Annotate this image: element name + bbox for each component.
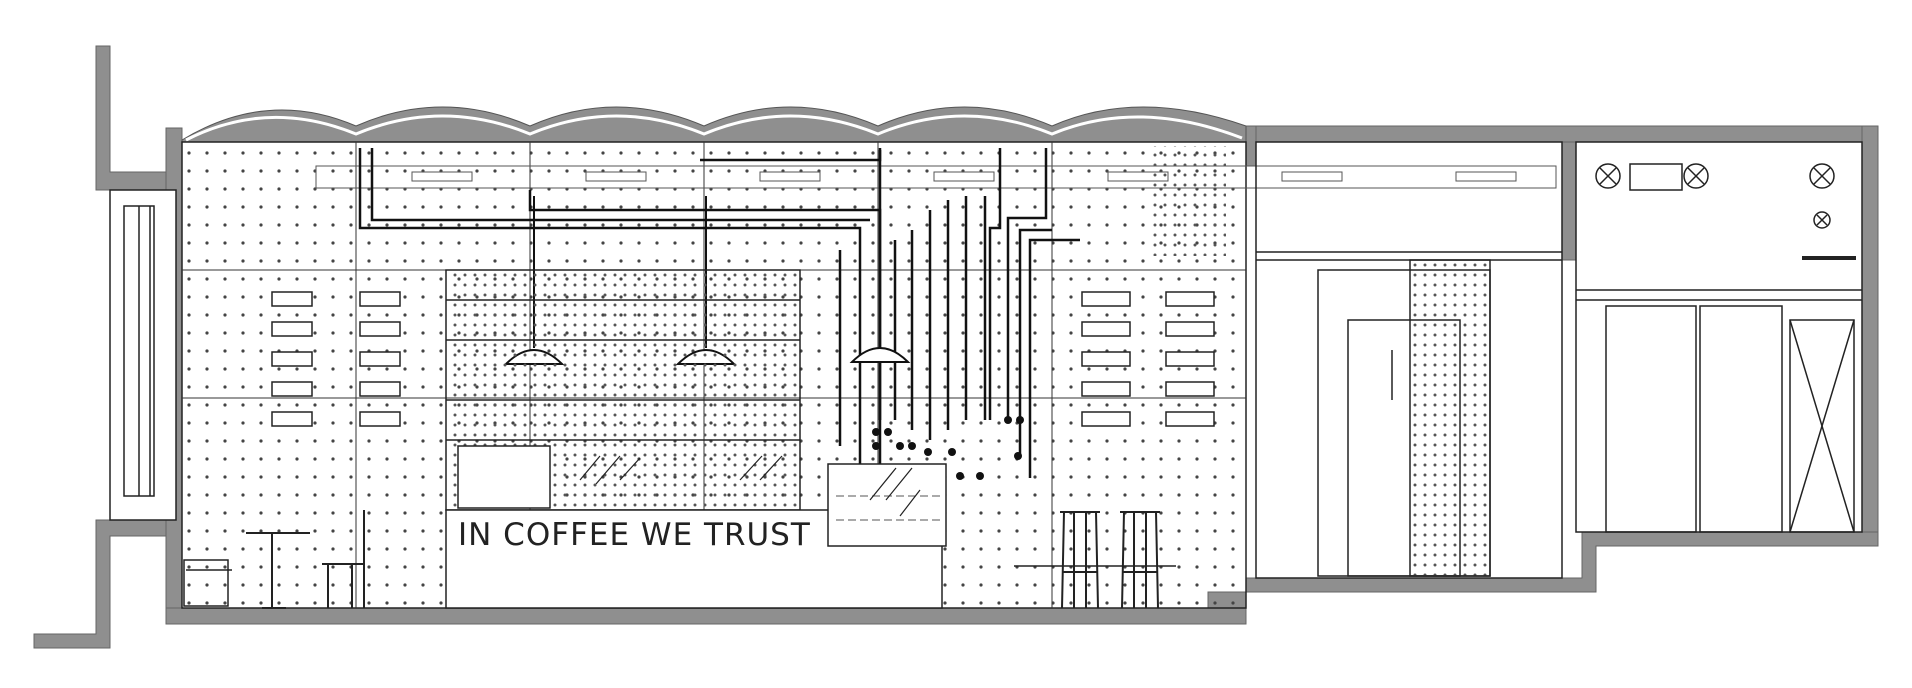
bench-left bbox=[183, 559, 232, 607]
service-door-right bbox=[1699, 305, 1783, 533]
counter-sign: IN COFFEE WE TRUST bbox=[458, 517, 811, 553]
cafe-chair bbox=[322, 510, 365, 608]
bar-counter: IN COFFEE WE TRUST bbox=[445, 445, 947, 609]
conduit-nodes bbox=[872, 416, 1024, 480]
vault-arches bbox=[181, 106, 1247, 143]
vaulted-ceiling bbox=[181, 106, 1247, 143]
partition-wall bbox=[1561, 141, 1577, 261]
glass-reflection-lines bbox=[579, 455, 783, 485]
corridor-room bbox=[1255, 141, 1563, 579]
right-outer-wall bbox=[1861, 125, 1879, 547]
bar-counter-front bbox=[445, 509, 943, 609]
right-shelves bbox=[1081, 291, 1215, 427]
vault-inner-line bbox=[185, 114, 1243, 142]
service-room bbox=[1575, 141, 1863, 533]
pastry-display-case bbox=[827, 463, 947, 547]
mid-roof-slab bbox=[1245, 125, 1879, 143]
facade-window bbox=[109, 189, 177, 521]
bar-stool bbox=[1120, 511, 1160, 609]
ceiling-fans bbox=[1595, 163, 1835, 229]
mid-wall-stub bbox=[1245, 125, 1257, 167]
left-facade-wall bbox=[95, 45, 177, 191]
main-floor-slab bbox=[165, 607, 1247, 625]
pegboard-fine-area bbox=[1150, 146, 1226, 256]
bar-stool bbox=[1060, 511, 1100, 609]
pegboard-door-panel bbox=[1409, 259, 1491, 577]
service-door-left bbox=[1605, 305, 1697, 533]
left-facade-wall-lower bbox=[33, 519, 177, 649]
pendant-lamp bbox=[849, 320, 911, 363]
right-floor-slab bbox=[1245, 531, 1879, 593]
menu-board bbox=[457, 445, 551, 509]
cafe-table bbox=[246, 532, 310, 609]
vent-unit bbox=[1629, 163, 1683, 191]
skylight-strip bbox=[315, 165, 1557, 189]
cross-braced-panel bbox=[1789, 319, 1855, 533]
left-shelves bbox=[271, 291, 401, 427]
